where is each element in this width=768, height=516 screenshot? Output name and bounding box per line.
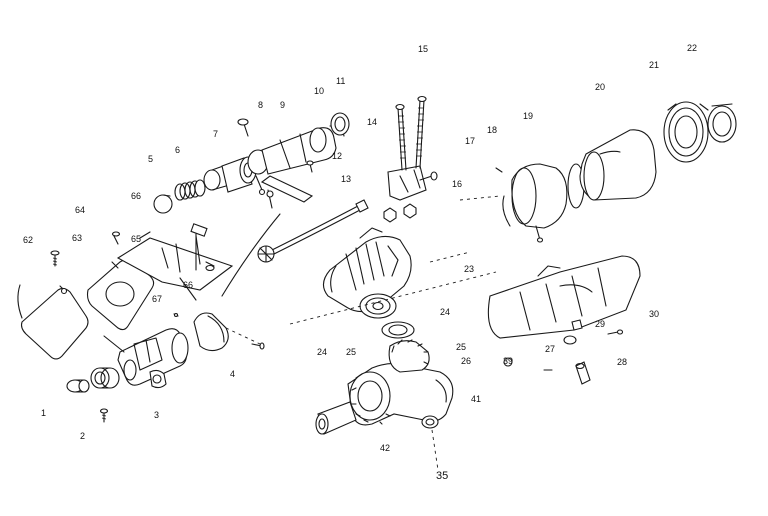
callout-25-right: 25 <box>456 342 467 352</box>
callout-28: 28 <box>617 357 628 367</box>
callout-11: 11 <box>336 76 346 86</box>
end-bell-part <box>495 163 568 243</box>
callout-65: 65 <box>131 234 142 244</box>
seal-ring-part <box>707 103 737 143</box>
callout-18: 18 <box>487 125 498 135</box>
callout-24-lower: 24 <box>317 347 328 357</box>
manifold-part <box>487 255 641 339</box>
knob-screw-part <box>237 118 314 173</box>
callout-5: 5 <box>148 154 154 164</box>
nut-part <box>383 203 417 223</box>
callout-3: 3 <box>154 410 160 420</box>
callout-27: 27 <box>545 344 556 354</box>
arrow-line <box>221 213 281 297</box>
callout-2: 2 <box>80 431 86 441</box>
callout-20: 20 <box>595 82 606 92</box>
spring-part <box>174 179 206 201</box>
washer-part <box>153 194 173 214</box>
callout-26: 26 <box>461 356 472 366</box>
flange-part <box>663 101 709 163</box>
bushing-part <box>66 379 90 393</box>
cover-plate-part <box>17 284 89 360</box>
assembly-line <box>431 429 439 471</box>
callout-62: 62 <box>23 235 34 245</box>
callout-12: 12 <box>332 151 343 161</box>
callout-19: 19 <box>523 111 534 121</box>
callout-21: 21 <box>649 60 660 70</box>
o-ring-part <box>90 367 120 389</box>
assembly-line <box>429 251 471 263</box>
callout-13: 13 <box>341 174 352 184</box>
callout-64: 64 <box>75 205 86 215</box>
fitting-part <box>503 319 624 385</box>
callout-6: 6 <box>175 145 181 155</box>
pump-housing-part <box>117 328 189 389</box>
long-bolt-part <box>395 103 407 171</box>
callout-63: 63 <box>72 233 83 243</box>
coupling-part <box>203 156 257 193</box>
motor-body-part <box>322 227 412 319</box>
callout-22: 22 <box>687 43 698 53</box>
long-bolt-part <box>415 95 427 169</box>
motor-can-part <box>579 129 657 201</box>
callout-66-top: 66 <box>131 191 142 201</box>
assembly-line <box>225 327 261 345</box>
callout-24-upper: 24 <box>440 307 451 317</box>
callout-14: 14 <box>367 117 378 127</box>
callout-66-bottom: 66 <box>183 280 194 290</box>
callout-25-left: 25 <box>346 347 357 357</box>
leader-line <box>103 335 125 353</box>
impeller-housing-part <box>347 321 454 429</box>
gasket-plate-part <box>86 259 155 331</box>
callout-23: 23 <box>464 264 475 274</box>
bolt-part <box>99 408 109 423</box>
screw-part <box>50 250 60 267</box>
callout-39: 39 <box>503 356 514 366</box>
callout-30: 30 <box>649 309 660 319</box>
mounting-plate-part <box>111 223 234 291</box>
callout-16: 16 <box>452 179 463 189</box>
assembly-line <box>459 195 501 201</box>
callout-29: 29 <box>595 319 606 329</box>
callout-4: 4 <box>230 369 236 379</box>
end-cap-part <box>193 312 229 352</box>
callout-10: 10 <box>314 86 325 96</box>
callout-41: 41 <box>471 394 482 404</box>
leader-line <box>179 277 197 301</box>
valve-bracket-part <box>387 165 438 201</box>
callout-8: 8 <box>258 100 264 110</box>
lever-bracket-part <box>255 175 314 209</box>
callout-9: 9 <box>280 100 286 110</box>
assembly-line <box>289 271 497 325</box>
drive-shaft-part <box>315 401 357 435</box>
callout-35: 35 <box>436 470 449 482</box>
callout-17: 17 <box>465 136 476 146</box>
shaft-part <box>247 112 350 175</box>
cable-part <box>257 199 369 263</box>
callout-1: 1 <box>41 408 47 418</box>
callout-67: 67 <box>152 294 163 304</box>
callout-7: 7 <box>213 129 219 139</box>
callout-42: 42 <box>380 443 391 453</box>
small-screw-part <box>173 312 265 350</box>
callout-15: 15 <box>418 44 429 54</box>
